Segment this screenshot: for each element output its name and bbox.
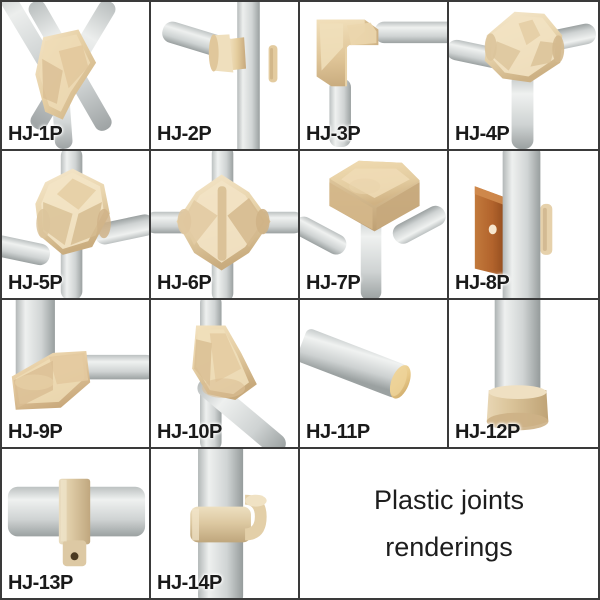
catalog-title-cell: Plastic joints renderings	[300, 449, 598, 598]
joint-cell-hj-7p[interactable]: HJ-7P	[300, 151, 449, 300]
joint-label: HJ-13P	[8, 572, 73, 594]
joint-label: HJ-12P	[455, 421, 520, 443]
joint-label: HJ-9P	[8, 421, 63, 443]
joint-illustration-90-degree-elbow	[300, 2, 447, 149]
joint-cell-hj-1p[interactable]: HJ-1P	[2, 2, 151, 151]
joint-label: HJ-2P	[157, 123, 212, 145]
joint-label: HJ-5P	[8, 272, 63, 294]
joint-illustration-side-hook-clamp	[151, 449, 298, 598]
joint-illustration-four-way-cross-corner	[2, 151, 149, 298]
joint-illustration-three-way-top-corner	[300, 151, 447, 298]
joint-illustration-pipe-end-cap	[300, 300, 447, 447]
joint-label: HJ-3P	[306, 123, 361, 145]
joint-illustration-foot-base-cap	[449, 300, 598, 447]
joint-label: HJ-7P	[306, 272, 361, 294]
joint-cell-hj-3p[interactable]: HJ-3P	[300, 2, 449, 151]
joint-cell-hj-11p[interactable]: HJ-11P	[300, 300, 449, 449]
joint-cell-hj-6p[interactable]: HJ-6P	[151, 151, 300, 300]
joint-cell-hj-12p[interactable]: HJ-12P	[449, 300, 598, 449]
joint-cell-hj-4p[interactable]: HJ-4P	[449, 2, 598, 151]
joint-label: HJ-11P	[306, 421, 370, 443]
joint-illustration-y-three-way-joint	[2, 2, 149, 149]
joint-cell-hj-10p[interactable]: HJ-10P	[151, 300, 300, 449]
joint-illustration-pipe-collar-clip	[2, 449, 149, 598]
joint-label: HJ-4P	[455, 123, 510, 145]
joint-illustration-tee-side-outlet	[2, 300, 149, 447]
joint-illustration-five-way-cross-joint	[151, 151, 298, 298]
joint-cell-hj-2p[interactable]: HJ-2P	[151, 2, 300, 151]
joint-cell-hj-13p[interactable]: HJ-13P	[2, 449, 151, 598]
joint-illustration-wall-mount-bracket	[449, 151, 598, 298]
joint-illustration-side-tee-clamp-joint	[151, 2, 298, 149]
joint-label: HJ-1P	[8, 123, 63, 145]
catalog-title-line-2: renderings	[385, 531, 513, 562]
catalog-title-line-1: Plastic joints	[373, 484, 525, 515]
joint-cell-hj-8p[interactable]: HJ-8P	[449, 151, 598, 300]
joint-illustration-three-way-corner-tee	[449, 2, 598, 149]
joint-label: HJ-8P	[455, 272, 510, 294]
joint-cell-hj-9p[interactable]: HJ-9P	[2, 300, 151, 449]
joint-illustration-diagonal-brace-joint	[151, 300, 298, 447]
joint-label: HJ-14P	[157, 572, 222, 594]
joint-cell-hj-5p[interactable]: HJ-5P	[2, 151, 151, 300]
joint-label: HJ-6P	[157, 272, 212, 294]
joint-label: HJ-10P	[157, 421, 222, 443]
joint-cell-hj-14p[interactable]: HJ-14P	[151, 449, 300, 598]
